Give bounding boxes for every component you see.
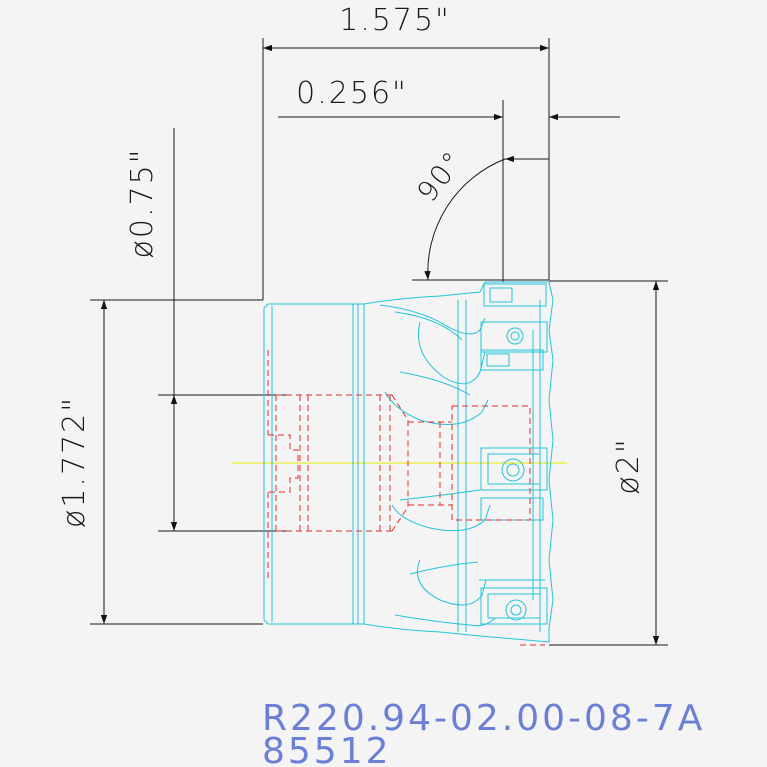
bore-diameter-label: ø0.75" xyxy=(125,148,160,259)
insert-offset-label: 0.256" xyxy=(296,76,408,111)
hidden-bore-lines xyxy=(267,350,545,646)
cutter-diameter-label: ø2" xyxy=(611,437,646,494)
hub-diameter-label: ø1.772" xyxy=(57,396,92,528)
cutter-body xyxy=(263,281,554,643)
angle-label: 90° xyxy=(410,144,470,208)
overall-length-label: 1.575" xyxy=(339,3,451,38)
dimension-lines xyxy=(90,38,668,646)
part-number: R220.94-02.00-08-7A xyxy=(262,698,705,739)
item-number: 85512 xyxy=(262,731,392,767)
